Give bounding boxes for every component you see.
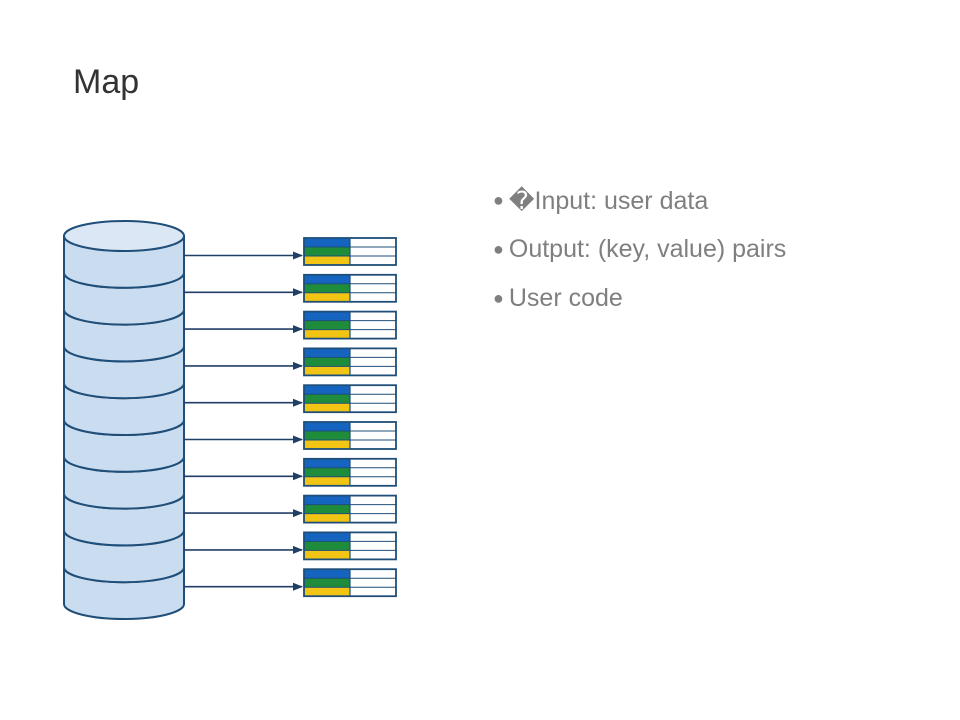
record-key-cell (304, 440, 350, 449)
bullet-dot-icon: ● (493, 239, 504, 259)
kv-record (303, 384, 397, 414)
record-value-cell (350, 292, 396, 302)
record-value-cell (350, 283, 396, 293)
record-border (303, 568, 397, 598)
record-value-cell (350, 311, 396, 321)
bullet-dot-icon: ● (493, 288, 504, 308)
disk-top (63, 220, 185, 252)
record-key-cell (304, 513, 350, 523)
record-value-cell (350, 578, 396, 588)
record-border (303, 310, 397, 340)
record-key-cell (304, 329, 350, 339)
record-border (303, 531, 397, 561)
kv-record (303, 421, 397, 450)
record-key-cell (304, 348, 350, 358)
disk-segment (63, 220, 185, 289)
record-key-cell (304, 476, 350, 486)
bullet-text: Output: (key, value) pairs (508, 235, 787, 263)
record-key-cell (304, 247, 350, 256)
record-border (303, 384, 397, 414)
key-value-records (303, 237, 397, 598)
record-value-cell (350, 422, 396, 431)
record-value-cell (350, 357, 396, 367)
record-value-cell (350, 403, 396, 413)
record-border (303, 494, 397, 524)
record-value-cell (350, 256, 396, 265)
record-key-cell (304, 394, 350, 404)
kv-record (303, 457, 397, 487)
bullet-item-input: ● �Input: user data (493, 176, 786, 225)
bullet-text: �Input: user data (508, 186, 709, 215)
record-key-cell (304, 578, 350, 588)
bullet-dot-icon: ● (493, 190, 504, 210)
record-key-cell (304, 311, 350, 321)
record-value-cell (350, 440, 396, 449)
record-key-cell (304, 569, 350, 579)
bullet-item-output: ● Output: (key, value) pairs (493, 225, 786, 274)
record-key-cell (304, 292, 350, 302)
record-value-cell (350, 569, 396, 579)
record-value-cell (350, 431, 396, 440)
record-value-cell (350, 366, 396, 376)
record-key-cell (304, 385, 350, 395)
record-value-cell (350, 348, 396, 358)
record-key-cell (304, 238, 350, 247)
record-value-cell (350, 541, 396, 551)
kv-record (303, 494, 397, 524)
record-value-cell (350, 394, 396, 404)
record-value-cell (350, 467, 396, 477)
record-key-cell (304, 256, 350, 265)
record-key-cell (304, 532, 350, 542)
record-key-cell (304, 366, 350, 376)
record-key-cell (304, 504, 350, 514)
record-value-cell (350, 513, 396, 523)
record-value-cell (350, 504, 396, 514)
disk-stack (63, 220, 185, 620)
record-border (303, 347, 397, 377)
record-border (303, 421, 397, 450)
record-key-cell (304, 541, 350, 551)
record-border (303, 457, 397, 487)
record-value-cell (350, 587, 396, 597)
record-key-cell (304, 431, 350, 440)
record-key-cell (304, 320, 350, 330)
kv-record (303, 347, 397, 377)
kv-record (303, 568, 397, 598)
record-value-cell (350, 247, 396, 256)
record-border (303, 273, 397, 303)
kv-record (303, 310, 397, 340)
record-key-cell (304, 422, 350, 431)
record-value-cell (350, 550, 396, 560)
record-key-cell (304, 403, 350, 413)
bullet-list: ● �Input: user data ● Output: (key, valu… (493, 176, 786, 323)
record-key-cell (304, 467, 350, 477)
record-key-cell (304, 495, 350, 505)
record-value-cell (350, 385, 396, 395)
kv-record (303, 273, 397, 303)
record-value-cell (350, 320, 396, 330)
record-value-cell (350, 329, 396, 339)
record-key-cell (304, 550, 350, 560)
arrows (184, 251, 303, 591)
kv-record (303, 531, 397, 561)
record-value-cell (350, 476, 396, 486)
record-key-cell (304, 283, 350, 293)
kv-record (303, 237, 397, 266)
record-value-cell (350, 238, 396, 247)
record-key-cell (304, 357, 350, 367)
record-key-cell (304, 458, 350, 468)
record-border (303, 237, 397, 266)
slide-title: Map (73, 63, 140, 101)
record-value-cell (350, 495, 396, 505)
bullet-text: User code (508, 284, 623, 312)
record-value-cell (350, 532, 396, 542)
bullet-item-user-code: ● User code (493, 274, 786, 323)
record-value-cell (350, 458, 396, 468)
record-key-cell (304, 274, 350, 284)
record-key-cell (304, 587, 350, 597)
record-value-cell (350, 274, 396, 284)
